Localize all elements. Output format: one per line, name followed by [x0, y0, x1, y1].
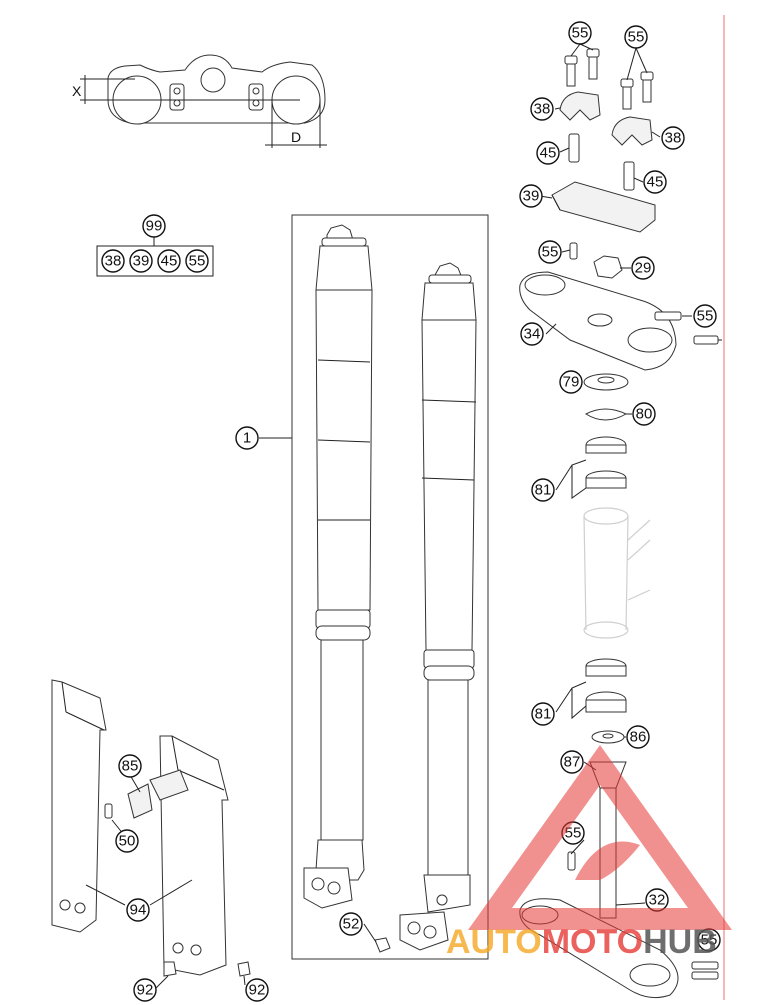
watermark-logo [468, 745, 732, 930]
svg-text:29: 29 [635, 260, 652, 277]
callout-kit-55: 55 [185, 249, 209, 273]
left-fork-leg [303, 224, 373, 909]
dimension-d-label: D [291, 129, 301, 145]
callout-87: 87 [560, 750, 584, 774]
callout-38-left: 38 [530, 97, 554, 121]
callout-32: 32 [645, 888, 669, 912]
callout-81-lower: 81 [531, 702, 555, 726]
svg-text:92: 92 [137, 982, 154, 999]
svg-text:55: 55 [565, 825, 582, 842]
callout-52: 52 [339, 912, 363, 936]
svg-text:39: 39 [523, 188, 540, 205]
svg-text:80: 80 [636, 406, 653, 423]
svg-text:85: 85 [122, 758, 139, 775]
screw-92-left [163, 961, 177, 977]
svg-text:55: 55 [701, 932, 718, 949]
callout-55-side: 55 [693, 304, 717, 328]
nut-29 [593, 255, 623, 279]
fork-guard-left [51, 679, 107, 933]
svg-text:92: 92 [249, 982, 266, 999]
svg-text:38: 38 [665, 130, 682, 147]
callout-45-left: 45 [536, 141, 560, 165]
watermark-text: AUTOMOTOHUB [446, 923, 717, 961]
callout-45-right: 45 [643, 170, 667, 194]
callout-55-top-right: 55 [624, 25, 648, 49]
svg-text:45: 45 [161, 253, 178, 270]
callout-38-right: 38 [661, 126, 685, 150]
steering-head-ghost [583, 507, 651, 639]
svg-text:1: 1 [243, 430, 251, 447]
svg-text:81: 81 [535, 706, 552, 723]
svg-text:55: 55 [189, 253, 206, 270]
svg-text:50: 50 [119, 833, 136, 850]
svg-text:52: 52 [343, 916, 360, 933]
svg-text:81: 81 [535, 482, 552, 499]
handlebar-clamp-38-right [611, 116, 653, 146]
svg-text:32: 32 [649, 892, 666, 909]
bolts-55-top-left [564, 48, 600, 87]
svg-text:55: 55 [697, 308, 714, 325]
callout-55-top-left: 55 [568, 21, 592, 45]
callout-92-right: 92 [245, 978, 269, 1002]
callout-1: 1 [235, 426, 259, 450]
handlebar-clamp-38-left [559, 91, 601, 121]
svg-text:38: 38 [534, 101, 551, 118]
svg-text:79: 79 [563, 374, 580, 391]
svg-text:38: 38 [105, 253, 122, 270]
screw-92-right [237, 961, 251, 977]
clamp-base-39 [551, 181, 656, 233]
seal-80 [585, 408, 628, 421]
svg-text:45: 45 [540, 145, 557, 162]
svg-text:34: 34 [524, 326, 541, 343]
bolt-55-stem [569, 242, 578, 260]
leader-lines [155, 107, 661, 989]
svg-text:55: 55 [572, 25, 589, 42]
callout-kit-45: 45 [157, 249, 181, 273]
stud-45-right [623, 161, 635, 191]
dimension-x-label: X [72, 83, 82, 99]
fork-guard-right [159, 735, 229, 976]
callout-29: 29 [631, 256, 655, 280]
svg-text:87: 87 [564, 754, 581, 771]
screw-50 [104, 803, 113, 819]
triple-clamp-dimension-drawing [80, 54, 327, 148]
svg-text:55: 55 [542, 244, 559, 261]
bolt-55-lower [567, 851, 576, 871]
callout-50: 50 [115, 829, 139, 853]
callout-99: 99 [142, 214, 166, 238]
right-fork-leg [399, 262, 477, 951]
svg-text:86: 86 [630, 729, 647, 746]
svg-text:45: 45 [647, 174, 664, 191]
svg-text:39: 39 [133, 253, 150, 270]
svg-text:94: 94 [130, 902, 147, 919]
callout-kit-39: 39 [129, 249, 153, 273]
callout-92-left: 92 [133, 978, 157, 1002]
fork-guards [51, 679, 251, 977]
callout-80: 80 [632, 402, 656, 426]
callout-55-stem: 55 [538, 240, 562, 264]
callout-94: 94 [126, 898, 150, 922]
callout-85: 85 [118, 754, 142, 778]
fork-assembly-group [259, 214, 489, 960]
svg-text:55: 55 [628, 29, 645, 46]
stud-45-left [568, 133, 580, 163]
callout-79: 79 [559, 370, 583, 394]
callout-kit-38: 38 [101, 249, 125, 273]
callout-55-bottom: 55 [697, 928, 721, 952]
callout-81-upper: 81 [531, 478, 555, 502]
bolt-52 [374, 937, 391, 953]
svg-text:99: 99 [146, 218, 163, 235]
callout-34: 34 [520, 322, 544, 346]
callout-86: 86 [626, 725, 650, 749]
bolts-55-top-right [620, 71, 654, 110]
guard-bracket-85 [127, 783, 153, 819]
callout-39: 39 [519, 184, 543, 208]
